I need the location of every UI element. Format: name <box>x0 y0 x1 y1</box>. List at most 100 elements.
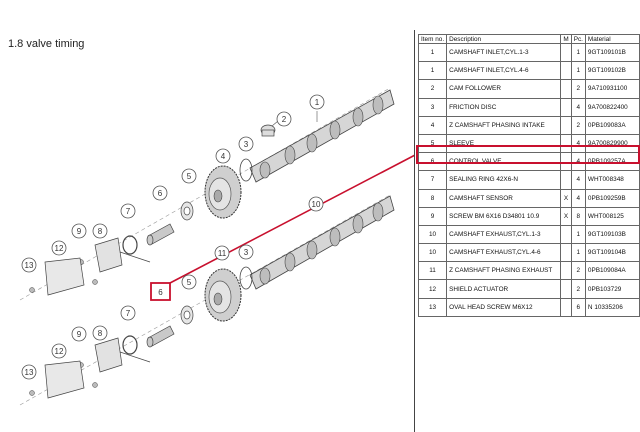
cell-pc: 2 <box>570 279 586 299</box>
cell-item: 10 <box>417 224 448 245</box>
svg-text:8: 8 <box>98 227 103 236</box>
highlight-connector <box>169 154 414 284</box>
cell-material: 9A710931100 <box>584 79 640 99</box>
cell-pc: 4 <box>570 152 586 172</box>
svg-text:5: 5 <box>187 172 192 181</box>
svg-text:2: 2 <box>282 115 287 124</box>
svg-text:6: 6 <box>158 189 163 198</box>
cell-material: 0PB109259B <box>584 188 640 208</box>
callout-8b: 8 <box>92 325 108 341</box>
callout-10: 10 <box>308 196 324 212</box>
cell-description: Z CAMSHAFT PHASING INTAKE <box>446 115 562 135</box>
svg-text:4: 4 <box>221 152 226 161</box>
cell-m <box>560 279 572 299</box>
cell-material: 0PB103729 <box>584 279 640 299</box>
callout-5b: 5 <box>181 274 197 290</box>
callout-8a: 8 <box>92 223 108 239</box>
svg-text:11: 11 <box>218 249 227 258</box>
cell-pc: 4 <box>570 188 586 208</box>
cell-pc: 1 <box>570 42 586 63</box>
callout-7b: 7 <box>120 305 136 321</box>
svg-text:1: 1 <box>315 98 320 107</box>
svg-text:12: 12 <box>55 347 64 356</box>
camshaft-sensors[interactable] <box>94 237 151 373</box>
svg-text:12: 12 <box>55 244 64 253</box>
cell-description: SEALING RING 42X6-N <box>446 170 562 190</box>
shield-actuators[interactable] <box>44 257 85 399</box>
camshaft-inlet[interactable] <box>249 89 395 183</box>
cell-item: 13 <box>417 297 448 317</box>
cell-material: 9GT109104B <box>584 243 640 263</box>
cell-item: 7 <box>417 170 448 190</box>
cell-pc: 4 <box>570 170 586 190</box>
cell-material: 9GT109103B <box>584 224 640 245</box>
cell-description: FRICTION DISC <box>446 97 562 117</box>
callout-12a: 12 <box>51 240 67 256</box>
callout-1: 1 <box>309 94 325 122</box>
cell-pc: 1 <box>570 61 586 81</box>
cell-material: 0PB109083A <box>584 115 640 135</box>
friction-discs[interactable] <box>239 158 253 290</box>
cell-m <box>560 42 572 63</box>
cell-description: CAM FOLLOWER <box>446 79 562 99</box>
camshaft-exhaust[interactable] <box>249 195 395 290</box>
cell-item: 3 <box>417 97 448 117</box>
svg-text:8: 8 <box>98 329 103 338</box>
cell-m: X <box>560 188 572 208</box>
sleeves[interactable] <box>180 201 194 325</box>
cell-material: WHT008348 <box>584 170 640 190</box>
control-valves[interactable] <box>146 223 175 348</box>
camshaft-phaser-intake[interactable] <box>204 165 242 219</box>
screws[interactable] <box>29 259 98 396</box>
callout-6: 6 <box>152 185 168 201</box>
svg-text:7: 7 <box>126 309 131 318</box>
sealing-rings[interactable] <box>122 235 138 355</box>
callout-3a: 3 <box>238 136 254 152</box>
cell-item: 1 <box>417 61 448 81</box>
svg-text:3: 3 <box>244 248 249 257</box>
cell-material: 9GT109102B <box>584 61 640 81</box>
cell-m <box>560 243 572 263</box>
diagram-title: 1.8 valve timing <box>8 38 85 50</box>
cell-description: CAMSHAFT INLET,CYL.4-6 <box>446 61 562 81</box>
cell-pc: 2 <box>570 261 586 281</box>
highlight-box <box>150 282 171 301</box>
cam-follower[interactable] <box>260 124 276 137</box>
svg-text:13: 13 <box>25 261 34 270</box>
callout-4: 4 <box>215 148 231 164</box>
cell-item: 1 <box>417 42 448 63</box>
cell-item: 2 <box>417 79 448 99</box>
cell-item: 11 <box>417 261 448 281</box>
cell-m <box>560 261 572 281</box>
cell-pc: 6 <box>570 297 586 317</box>
header-item: Item no. <box>417 34 448 44</box>
cell-description: CAMSHAFT EXHAUST,CYL.4-6 <box>446 243 562 263</box>
cell-pc: 8 <box>570 206 586 226</box>
cell-m <box>560 297 572 317</box>
header-description: Description <box>446 34 562 44</box>
cell-m <box>560 170 572 190</box>
header-m: M <box>560 34 572 44</box>
camshaft-phaser-exhaust[interactable] <box>204 268 242 322</box>
svg-text:9: 9 <box>77 330 82 339</box>
cell-description: OVAL HEAD SCREW M6X12 <box>446 297 562 317</box>
cell-item: 4 <box>417 115 448 135</box>
cell-pc: 2 <box>570 79 586 99</box>
svg-text:7: 7 <box>126 207 131 216</box>
cell-material: WHT008125 <box>584 206 640 226</box>
